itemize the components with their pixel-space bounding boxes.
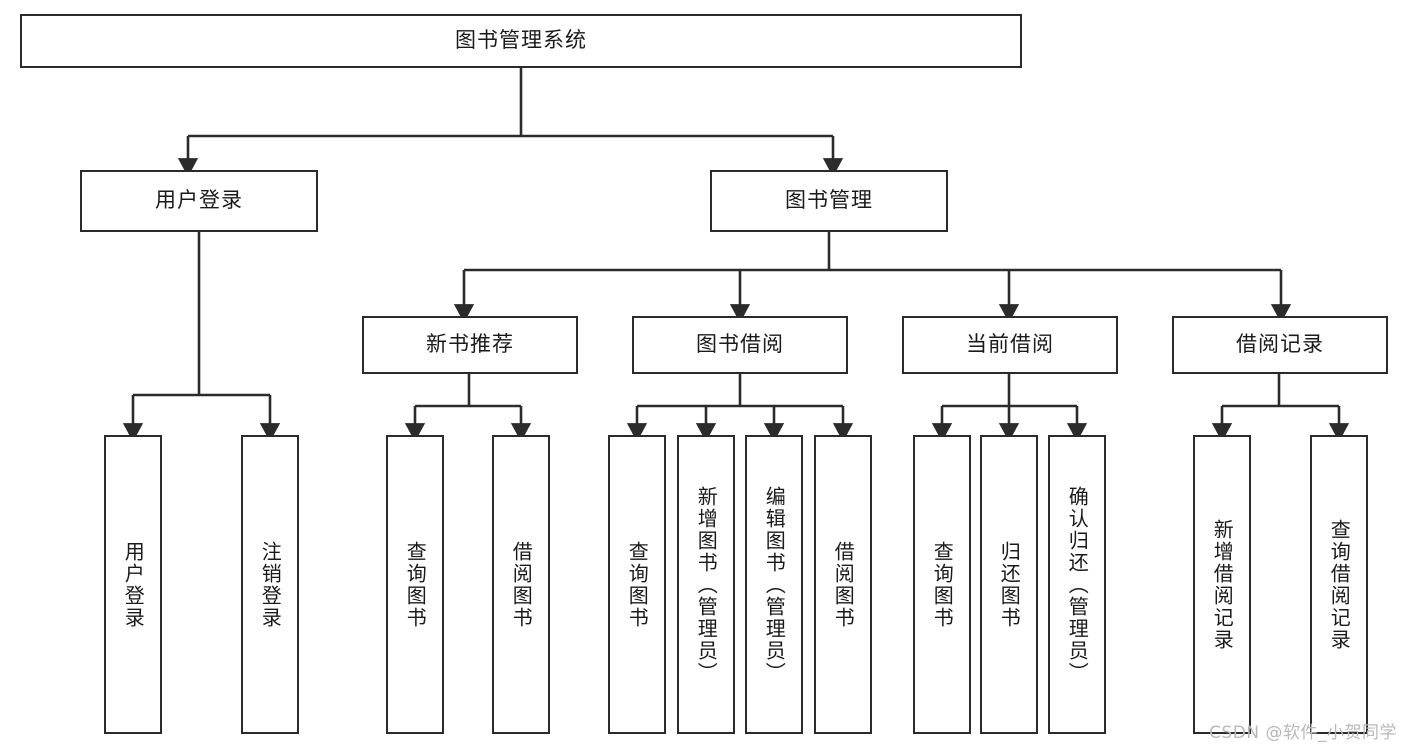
node-leaf-query-book-1-label: 查询图书 xyxy=(403,540,428,629)
node-book-manage-label: 图书管理 xyxy=(785,188,873,213)
node-leaf-edit-book-label: 编辑图书（管理员） xyxy=(762,485,787,684)
node-new-book-rec[interactable]: 新书推荐 xyxy=(362,316,578,374)
node-leaf-return-book[interactable]: 归还图书 xyxy=(980,435,1038,734)
node-book-borrow[interactable]: 图书借阅 xyxy=(632,316,848,374)
node-leaf-query-record[interactable]: 查询借阅记录 xyxy=(1310,435,1368,734)
node-current-borrow[interactable]: 当前借阅 xyxy=(902,316,1118,374)
node-root-label: 图书管理系统 xyxy=(455,28,587,53)
node-leaf-query-record-label: 查询借阅记录 xyxy=(1327,518,1352,651)
node-leaf-borrow-book-2-label: 借阅图书 xyxy=(831,540,856,629)
node-leaf-borrow-book-1-label: 借阅图书 xyxy=(509,540,534,629)
node-root[interactable]: 图书管理系统 xyxy=(20,14,1022,68)
node-leaf-logout[interactable]: 注销登录 xyxy=(241,435,299,734)
node-book-manage[interactable]: 图书管理 xyxy=(710,170,948,232)
node-book-borrow-label: 图书借阅 xyxy=(696,332,784,357)
node-leaf-confirm-return[interactable]: 确认归还（管理员） xyxy=(1048,435,1106,734)
node-user-login[interactable]: 用户登录 xyxy=(80,170,318,232)
node-leaf-add-book-label: 新增图书（管理员） xyxy=(694,485,719,684)
node-leaf-borrow-book-1[interactable]: 借阅图书 xyxy=(492,435,550,734)
csdn-watermark: CSDN @软件_小贺同学 xyxy=(1209,723,1397,743)
node-leaf-query-book-2-label: 查询图书 xyxy=(625,540,650,629)
node-new-book-rec-label: 新书推荐 xyxy=(426,332,514,357)
node-leaf-user-login-label: 用户登录 xyxy=(121,540,146,629)
node-leaf-query-book-3[interactable]: 查询图书 xyxy=(913,435,971,734)
node-leaf-query-book-3-label: 查询图书 xyxy=(930,540,955,629)
node-current-borrow-label: 当前借阅 xyxy=(966,332,1054,357)
node-leaf-query-book-2[interactable]: 查询图书 xyxy=(608,435,666,734)
node-leaf-add-book[interactable]: 新增图书（管理员） xyxy=(677,435,735,734)
node-leaf-user-login[interactable]: 用户登录 xyxy=(104,435,162,734)
node-borrow-record-label: 借阅记录 xyxy=(1236,332,1324,357)
node-leaf-edit-book[interactable]: 编辑图书（管理员） xyxy=(745,435,803,734)
node-leaf-add-record-label: 新增借阅记录 xyxy=(1210,518,1235,651)
node-user-login-label: 用户登录 xyxy=(155,188,243,213)
node-leaf-query-book-1[interactable]: 查询图书 xyxy=(386,435,444,734)
node-borrow-record[interactable]: 借阅记录 xyxy=(1172,316,1388,374)
node-leaf-return-book-label: 归还图书 xyxy=(997,540,1022,629)
node-leaf-logout-label: 注销登录 xyxy=(258,540,283,629)
node-leaf-confirm-return-label: 确认归还（管理员） xyxy=(1065,485,1090,684)
node-leaf-borrow-book-2[interactable]: 借阅图书 xyxy=(814,435,872,734)
node-leaf-add-record[interactable]: 新增借阅记录 xyxy=(1193,435,1251,734)
